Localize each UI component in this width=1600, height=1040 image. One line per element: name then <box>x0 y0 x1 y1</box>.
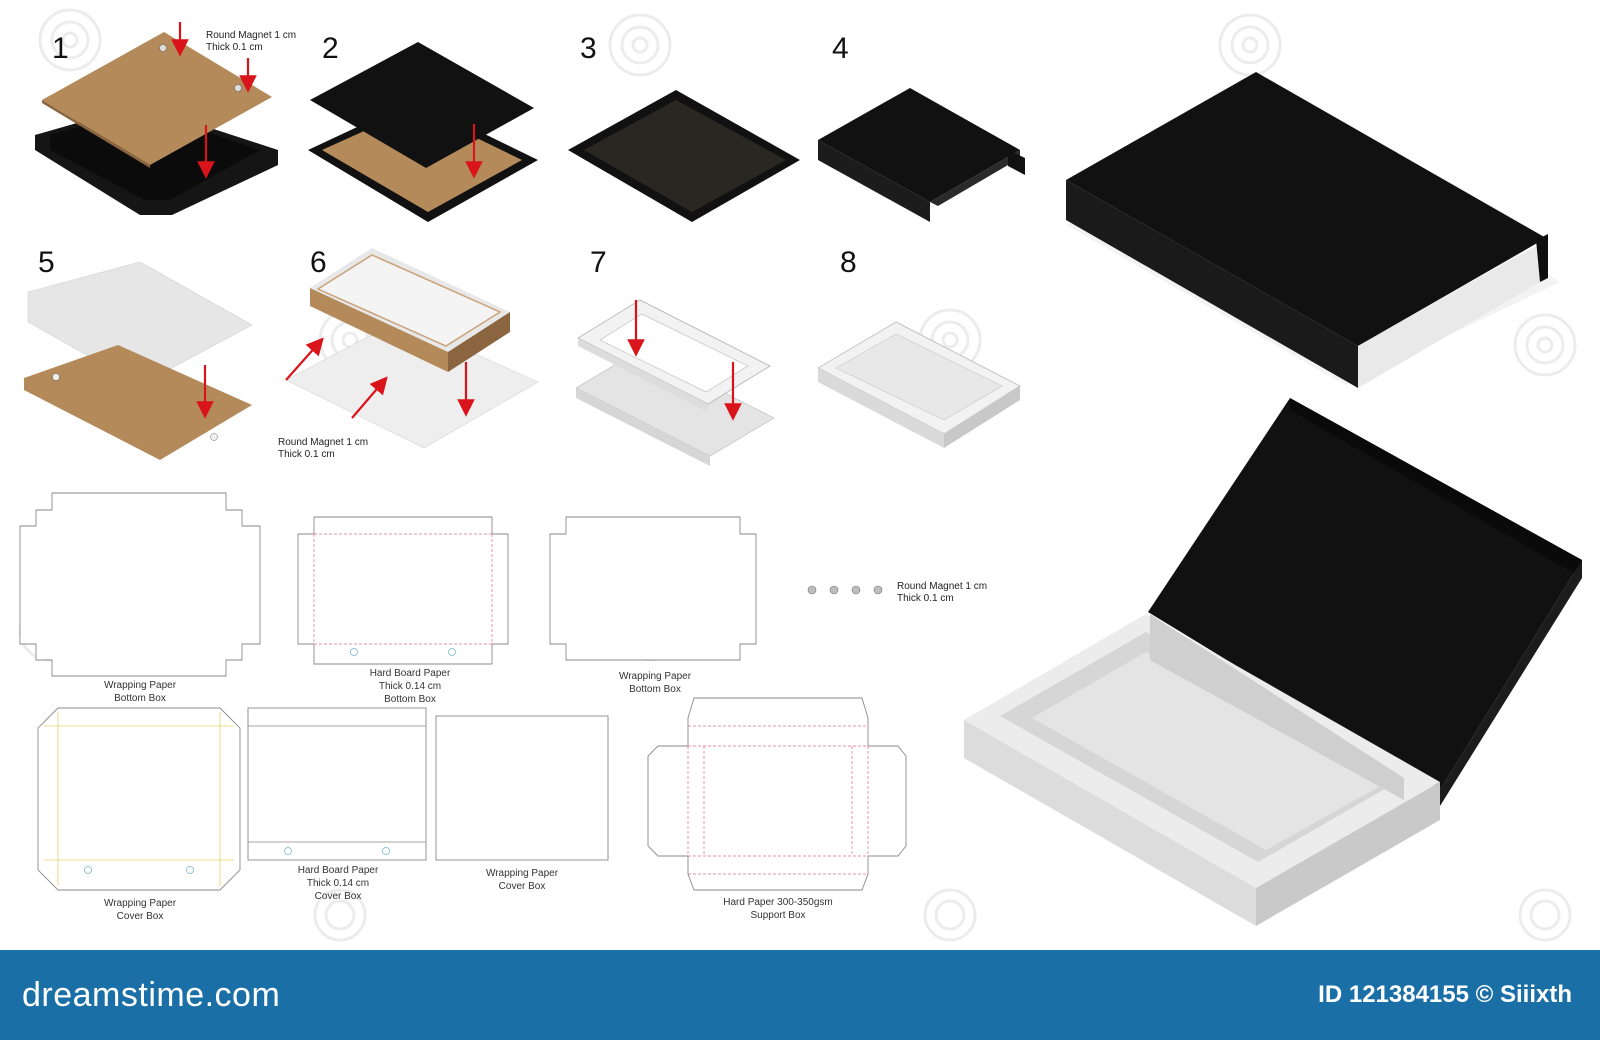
step-4-illustration: 4 <box>818 32 1025 222</box>
stock-id-credit: ID 121384155 © Siiixth <box>1318 981 1572 1008</box>
caption-line: Wrapping Paper <box>619 671 692 682</box>
closed-box-render <box>1066 72 1560 388</box>
caption-line: Wrapping Paper <box>104 680 177 691</box>
caption-line: Bottom Box <box>629 684 681 695</box>
caption-line: Wrapping Paper <box>486 868 559 879</box>
step-number: 1 <box>52 32 69 65</box>
step-number: 5 <box>38 246 55 279</box>
caption-line: Support Box <box>750 910 805 921</box>
magnet-note-line1: Round Magnet 1 cm <box>897 581 987 592</box>
step-5-illustration: 5 <box>24 246 253 460</box>
magnet-note-line1: Round Magnet 1 cm <box>278 437 368 448</box>
dieline-wrapping-bottom-2: Wrapping Paper Bottom Box <box>549 516 757 695</box>
caption-line: Hard Board Paper <box>298 865 379 876</box>
box-assembly-diagram: 1 Round Magnet 1 cm Thick 0.1 cm 2 3 4 <box>18 8 1582 942</box>
caption-line: Cover Box <box>499 881 546 892</box>
step-number: 7 <box>590 246 607 279</box>
stock-footer-bar: dreamstime.com ID 121384155 © Siiixth <box>0 950 1600 1040</box>
caption-line: Hard Paper 300-350gsm <box>723 897 833 908</box>
loose-magnets: Round Magnet 1 cm Thick 0.1 cm <box>807 581 987 604</box>
magnet-note-line2: Thick 0.1 cm <box>897 593 954 604</box>
step-2-illustration: 2 <box>308 32 538 222</box>
caption-line: Cover Box <box>117 911 164 922</box>
step-3-illustration: 3 <box>568 32 800 222</box>
step-number: 4 <box>832 32 849 65</box>
step-number: 3 <box>580 32 597 65</box>
open-box-render <box>964 398 1582 926</box>
magnet-note-line2: Thick 0.1 cm <box>278 449 335 460</box>
dieline-hardboard-bottom: Hard Board Paper Thick 0.14 cm Bottom Bo… <box>297 516 509 705</box>
caption-line: Bottom Box <box>114 693 166 704</box>
caption-line: Wrapping Paper <box>104 898 177 909</box>
caption-line: Cover Box <box>315 891 362 902</box>
dieline-hardboard-cover: Hard Board Paper Thick 0.14 cm Cover Box <box>247 707 427 902</box>
step-1-illustration: 1 Round Magnet 1 cm Thick 0.1 cm <box>35 22 296 215</box>
step-7-illustration: 7 <box>575 246 775 466</box>
caption-line: Thick 0.14 cm <box>379 681 441 692</box>
caption-line: Bottom Box <box>384 694 436 705</box>
step-number: 8 <box>840 246 857 279</box>
step-number: 6 <box>310 246 327 279</box>
magnet-note-line2: Thick 0.1 cm <box>206 42 263 53</box>
step-number: 2 <box>322 32 339 65</box>
dieline-support-box: Hard Paper 300-350gsm Support Box <box>647 697 907 921</box>
caption-line: Hard Board Paper <box>370 668 451 679</box>
caption-line: Thick 0.14 cm <box>307 878 369 889</box>
step-6-illustration: 6 Round Magnet 1 cm Thick 0.1 cm <box>278 246 539 460</box>
magnet-note-line1: Round Magnet 1 cm <box>206 30 296 41</box>
brand-logo[interactable]: dreamstime.com <box>22 975 281 1014</box>
dieline-wrapping-cover-1: Wrapping Paper Cover Box <box>37 707 241 922</box>
dieline-wrapping-bottom-1: Wrapping Paper Bottom Box <box>19 492 261 704</box>
dieline-wrapping-cover-2: Wrapping Paper Cover Box <box>435 715 609 892</box>
step-8-illustration: 8 <box>816 246 1022 448</box>
